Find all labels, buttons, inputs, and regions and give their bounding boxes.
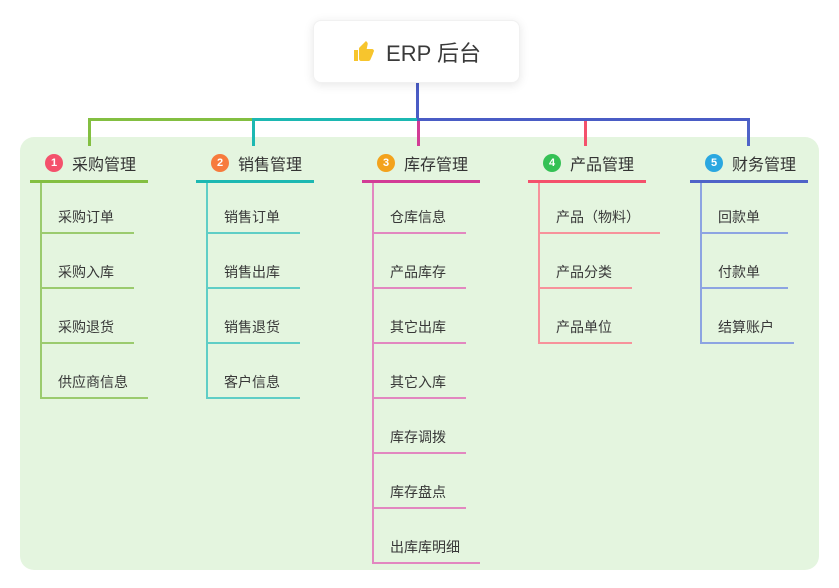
branch-drop-line [88,121,91,146]
branch-drop-line [252,121,255,146]
child-node[interactable]: 采购入库 [42,234,134,289]
thumbs-up-icon [352,40,376,64]
child-node[interactable]: 结算账户 [702,289,794,344]
branch-children: 回款单付款单结算账户 [700,183,794,344]
branch-drop-line [417,121,420,146]
branches-panel [20,137,819,570]
branch-number-badge: 4 [543,154,561,172]
connector-segment-blue [417,118,750,121]
branch-header[interactable]: 3 库存管理 [362,146,481,183]
branch-header[interactable]: 4 产品管理 [528,146,647,183]
child-node[interactable]: 供应商信息 [42,344,148,399]
connector-segment-teal [252,118,420,121]
child-node[interactable]: 其它入库 [374,344,466,399]
branch-label: 销售管理 [238,157,303,174]
branch-children: 采购订单采购入库采购退货供应商信息 [40,183,148,399]
child-node[interactable]: 销售退货 [208,289,300,344]
branch-children: 销售订单销售出库销售退货客户信息 [206,183,300,399]
branch-number-badge: 3 [377,154,395,172]
child-node[interactable]: 付款单 [702,234,788,289]
branch-product-management: 4 产品管理 产品（物料）产品分类产品单位 [528,146,660,344]
branch-header[interactable]: 2 销售管理 [196,146,315,183]
root-node-label: ERP 后台 [386,40,481,66]
branch-children: 仓库信息产品库存其它出库其它入库库存调拨库存盘点出库库明细 [372,183,480,564]
child-node[interactable]: 采购订单 [42,183,134,234]
child-node[interactable]: 出库库明细 [374,509,480,564]
root-node[interactable]: ERP 后台 [313,20,520,83]
child-node[interactable]: 产品分类 [540,234,632,289]
child-node[interactable]: 产品（物料） [540,183,660,234]
branch-header[interactable]: 1 采购管理 [30,146,149,183]
child-node[interactable]: 库存调拨 [374,399,466,454]
branch-label: 采购管理 [72,157,137,174]
branch-inventory-management: 3 库存管理 仓库信息产品库存其它出库其它入库库存调拨库存盘点出库库明细 [362,146,481,564]
branch-children: 产品（物料）产品分类产品单位 [538,183,660,344]
child-node[interactable]: 库存盘点 [374,454,466,509]
branch-number-badge: 1 [45,154,63,172]
branch-drop-line [584,121,587,146]
branch-number-badge: 2 [211,154,229,172]
child-node[interactable]: 采购退货 [42,289,134,344]
child-node[interactable]: 其它出库 [374,289,466,344]
child-node[interactable]: 销售出库 [208,234,300,289]
branch-label: 财务管理 [732,157,797,174]
child-node[interactable]: 仓库信息 [374,183,466,234]
branch-number-badge: 5 [705,154,723,172]
child-node[interactable]: 产品库存 [374,234,466,289]
branch-header[interactable]: 5 财务管理 [690,146,809,183]
child-node[interactable]: 销售订单 [208,183,300,234]
branch-drop-line [747,121,750,146]
child-node[interactable]: 回款单 [702,183,788,234]
branch-finance-management: 5 财务管理 回款单付款单结算账户 [690,146,809,344]
child-node[interactable]: 客户信息 [208,344,300,399]
branch-label: 产品管理 [570,157,635,174]
child-node[interactable]: 产品单位 [540,289,632,344]
branch-sales-management: 2 销售管理 销售订单销售出库销售退货客户信息 [196,146,315,399]
branch-label: 库存管理 [404,157,469,174]
root-stem-line [416,83,419,121]
branch-purchase-management: 1 采购管理 采购订单采购入库采购退货供应商信息 [30,146,149,399]
